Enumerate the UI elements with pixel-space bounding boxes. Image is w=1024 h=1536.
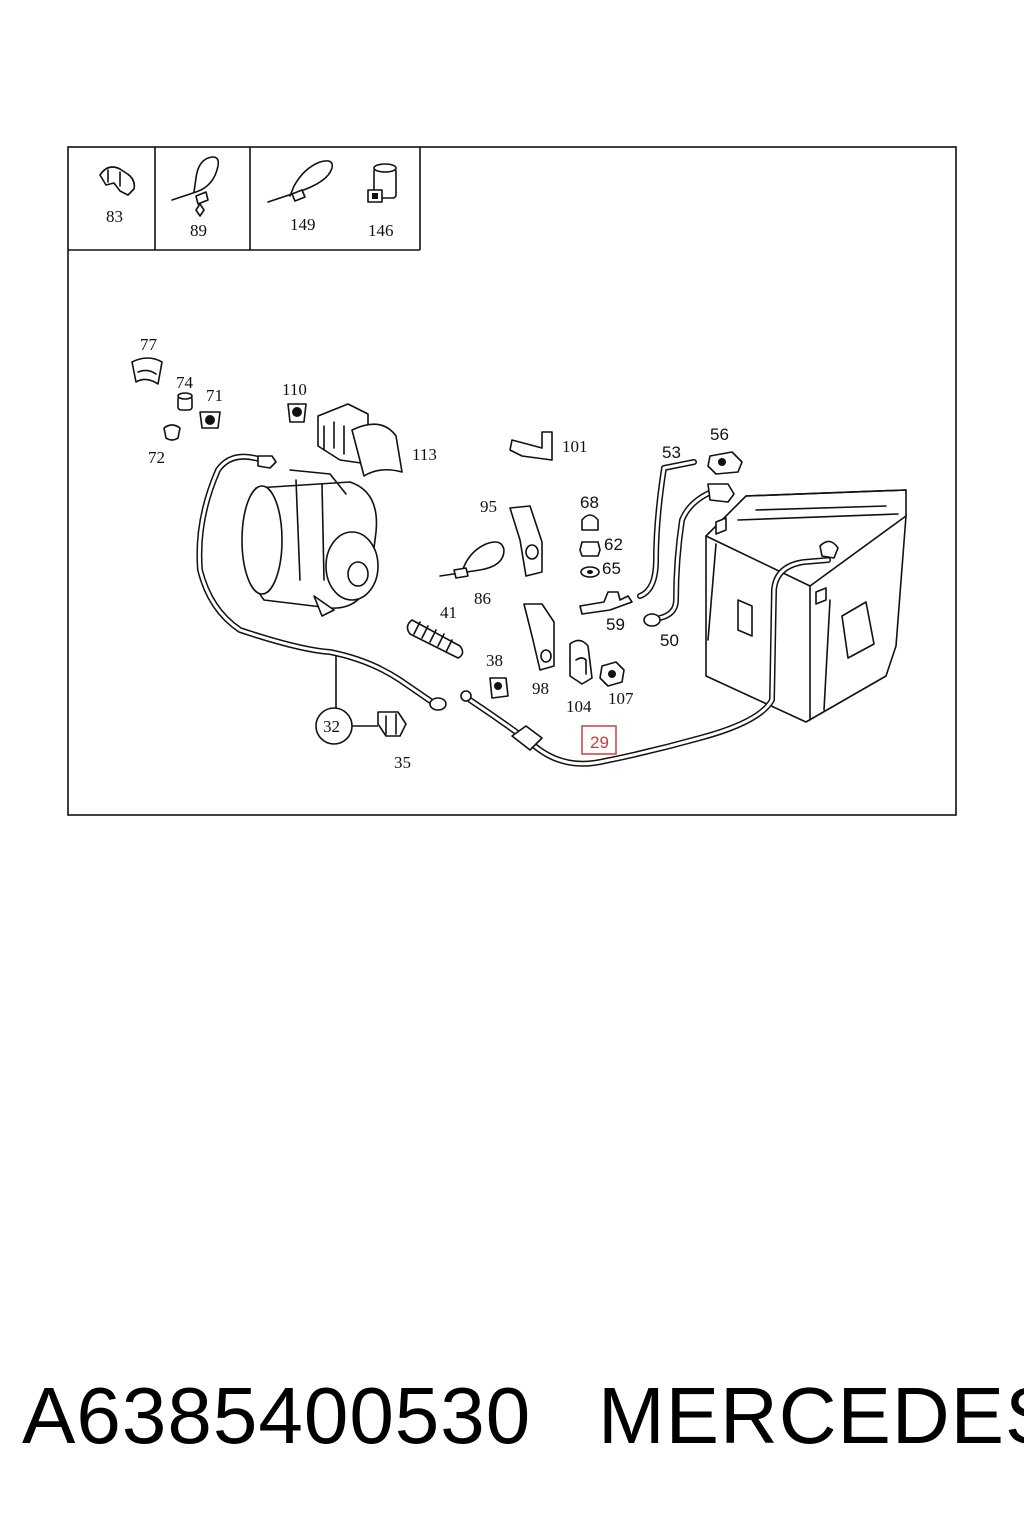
cable-53 — [637, 459, 697, 599]
bracket-98 — [523, 603, 555, 671]
parts-diagram: 83 89 149 146 77 74 71 72 110 — [67, 146, 957, 816]
cable-tie-clip-icon — [171, 156, 220, 217]
brand-name: MERCEDES — [598, 1371, 1024, 1460]
callout-86: 86 — [474, 589, 491, 608]
hose-clamp-icon — [99, 166, 136, 196]
callout-29: 29 — [590, 733, 609, 752]
ground-strap-59 — [579, 591, 633, 615]
terminal-56 — [707, 451, 743, 475]
callout-72: 72 — [148, 448, 165, 467]
grommet-110 — [287, 403, 307, 423]
callout-95: 95 — [480, 497, 497, 516]
battery — [705, 489, 907, 723]
callout-62: 62 — [604, 535, 623, 554]
washer-65 — [580, 566, 600, 578]
callout-113: 113 — [412, 445, 437, 464]
callout-35: 35 — [394, 753, 411, 772]
callout-53: 53 — [662, 443, 681, 462]
callout-38: 38 — [486, 651, 503, 670]
callout-59: 59 — [606, 615, 625, 634]
starter-motor — [241, 469, 379, 617]
callout-74: 74 — [176, 373, 194, 392]
battery-cable-32 — [196, 453, 447, 711]
callout-56: 56 — [710, 425, 729, 444]
callout-104: 104 — [566, 697, 592, 716]
sleeve-74 — [177, 392, 193, 411]
legend-label-89: 89 — [190, 221, 207, 240]
callout-32: 32 — [323, 717, 340, 736]
cable-tie-86 — [439, 541, 505, 579]
callout-71: 71 — [206, 386, 223, 405]
diagram-frame — [67, 146, 957, 816]
connector-housing-icon — [367, 163, 397, 203]
bracket-101 — [509, 431, 553, 461]
cap-nut-68 — [581, 514, 599, 531]
callout-110: 110 — [282, 380, 307, 399]
clip-104 — [569, 639, 593, 685]
callout-107: 107 — [608, 689, 634, 708]
legend-label-83: 83 — [106, 207, 123, 226]
clamp-77 — [131, 357, 163, 385]
plug-72 — [163, 424, 181, 441]
legend-label-149: 149 — [290, 215, 316, 234]
highlight-box-29 — [581, 725, 617, 755]
nut-62 — [579, 541, 601, 557]
boot-41 — [406, 619, 464, 659]
battery-cable-29 — [460, 557, 831, 767]
legend-box — [68, 147, 421, 251]
legend-label-146: 146 — [368, 221, 394, 240]
callout-65: 65 — [602, 559, 621, 578]
cable-tie-icon — [267, 160, 334, 203]
clip-35 — [377, 711, 407, 737]
callout-77: 77 — [140, 335, 158, 354]
callout-41: 41 — [440, 603, 457, 622]
part-number: A6385400530 — [22, 1371, 532, 1460]
nut-107 — [599, 661, 625, 687]
callout-50: 50 — [660, 631, 679, 650]
cover-113 — [317, 403, 403, 477]
callout-68: 68 — [580, 493, 599, 512]
grommet-38 — [489, 677, 509, 699]
grommet-71 — [199, 411, 221, 429]
callout-101: 101 — [562, 437, 588, 456]
bracket-95 — [509, 505, 543, 577]
cable-50 — [643, 483, 735, 627]
callout-98: 98 — [532, 679, 549, 698]
